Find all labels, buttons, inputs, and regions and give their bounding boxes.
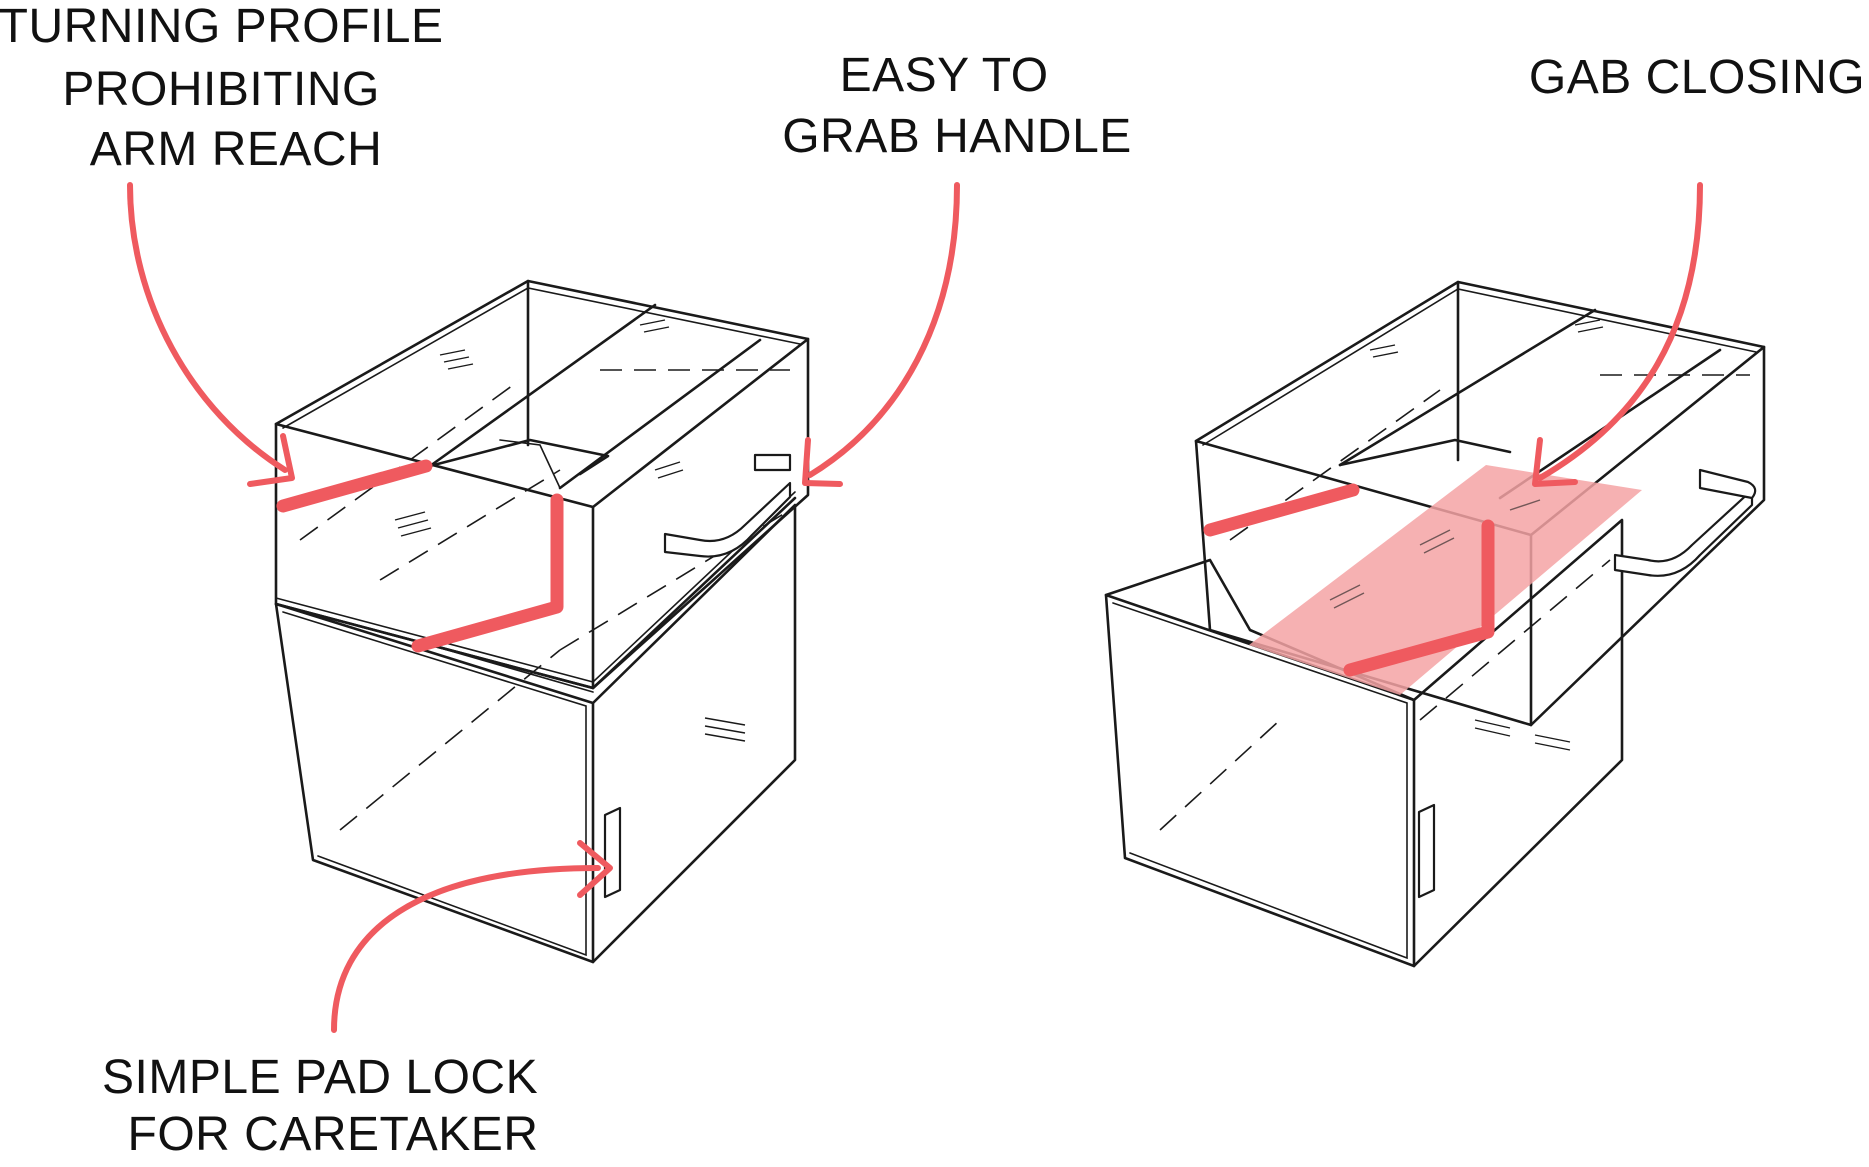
label-easy-grab-line-1: EASY TO	[840, 49, 1049, 102]
label-easy-grab-line-2: GRAB HANDLE	[782, 110, 1132, 163]
right-cabinet	[1104, 280, 1766, 968]
label-turning-profile: TURNING PROFILE PROHIBITING ARM REACH	[0, 0, 457, 176]
red-annotations	[127, 182, 1703, 1033]
label-pad-lock-line-1: SIMPLE PAD LOCK	[102, 1051, 538, 1104]
arrow-turning-profile	[127, 182, 288, 473]
left-divider	[274, 496, 797, 690]
left-lower-front	[274, 602, 595, 964]
arrow-easy-grab	[807, 182, 960, 478]
label-gab-closing-line-1: GAB CLOSING	[1529, 51, 1865, 104]
left-opening	[428, 438, 610, 476]
right-upper-side	[1529, 345, 1766, 727]
label-pad-lock-line-2: FOR CARETAKER	[128, 1108, 539, 1161]
right-grab-handle	[1613, 488, 1754, 577]
left-grab-handle	[663, 481, 792, 558]
right-pad-lock	[1417, 803, 1436, 899]
left-profile-stroke-l	[411, 493, 564, 653]
right-lower-side	[1412, 518, 1624, 968]
label-easy-grab: EASY TO GRAB HANDLE	[782, 49, 1132, 163]
arrow-gab-closing	[1537, 182, 1703, 481]
gab-closing-highlight	[1249, 465, 1642, 695]
left-profile-stroke-top	[276, 459, 433, 513]
label-turning-profile-line-1: TURNING PROFILE	[0, 0, 444, 53]
left-pad-lock	[603, 806, 622, 899]
right-profile-stroke-top	[1203, 483, 1360, 537]
right-profile-stroke-l	[1343, 519, 1495, 677]
label-gab-closing: GAB CLOSING	[1529, 51, 1865, 104]
left-cabinet	[274, 279, 810, 964]
arrow-pad-lock	[331, 865, 601, 1033]
label-pad-lock: SIMPLE PAD LOCK FOR CARETAKER	[102, 1051, 552, 1161]
right-top-slot	[1338, 308, 1722, 500]
label-turning-profile-line-3: ARM REACH	[90, 123, 383, 176]
label-turning-profile-line-2: PROHIBITING	[62, 63, 380, 116]
left-lower-side	[591, 503, 797, 964]
left-top-slot	[428, 303, 762, 490]
left-upper-side	[591, 337, 810, 690]
